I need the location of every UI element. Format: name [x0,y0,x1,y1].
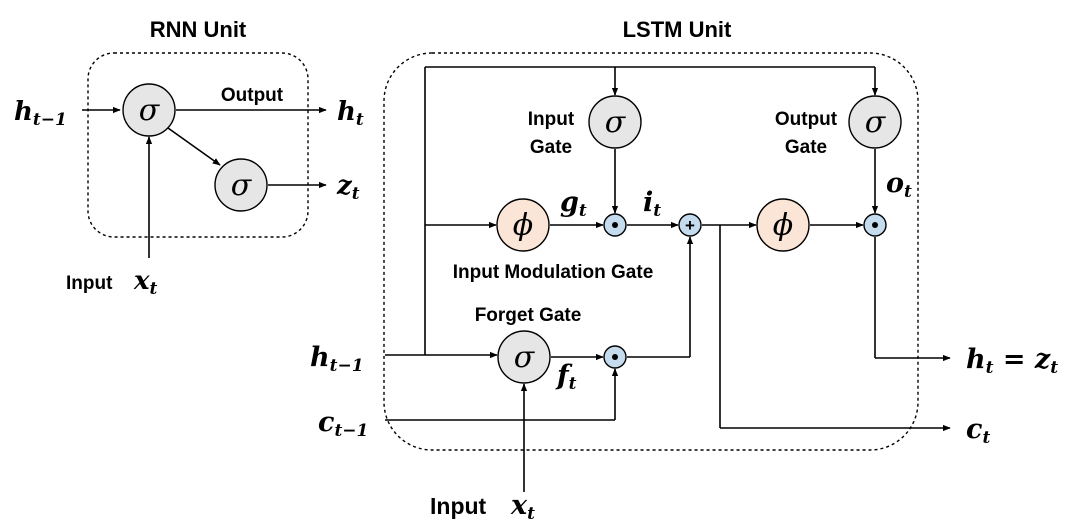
rnn-x-label: xt [133,266,158,299]
rnn-inner-arrow [167,127,221,166]
f-label: ft [555,360,577,394]
lstm-output-gate-symbol: σ [865,105,887,140]
rnn-unit: RNN Unit σ σ ht−1 Output ht zt Input xt [14,17,364,299]
rnn-box [87,52,309,238]
o-label: ot [886,168,912,202]
lstm-x-label: xt [510,490,535,524]
lstm-phi-2-symbol: ϕ [773,208,793,243]
input-modulation-gate-label: Input Modulation Gate [453,262,654,283]
rnn-sigma-2-symbol: σ [231,168,253,203]
lstm-phi-1-symbol: ϕ [513,208,533,243]
forget-gate-label: Forget Gate [475,305,582,326]
lstm-h-out-label: ht = zt [966,344,1058,378]
lstm-output-multiply-node [863,213,887,237]
lstm-box [383,52,919,451]
lstm-h-prev-label: ht−1 [310,342,364,376]
rnn-sigma-gate-1 [122,83,176,137]
lstm-add-node: + [678,213,702,237]
lstm-forget-gate-symbol: σ [514,340,536,375]
output-gate-label-line1: Output [775,109,838,130]
rnn-h-prev-label: ht−1 [14,97,67,130]
lstm-forget-gate [497,330,551,384]
lstm-phi-gate-2 [756,198,810,252]
lstm-add-symbol: + [685,216,695,235]
lstm-forget-multiply-node [603,345,627,369]
input-gate-label-line1: Input [528,109,575,130]
lstm-input-gate-symbol: σ [605,105,627,140]
lstm-c-out-label: ct [966,414,990,448]
lstm-phi-gate-1 [496,198,550,252]
g-label: gt [560,187,587,221]
lstm-input-multiply-node [603,213,627,237]
lstm-c-prev-label: ct−1 [318,407,368,441]
rnn-input-label: Input [66,273,113,294]
lstm-input-gate [588,95,642,149]
rnn-title: RNN Unit [150,17,247,42]
lstm-unit: LSTM Unit σ σ σ ϕ [310,17,1058,524]
lstm-title: LSTM Unit [623,17,732,42]
rnn-h-out-label: ht [337,97,364,130]
lstm-input-label: Input [430,493,487,519]
input-gate-label-line2: Gate [530,137,572,158]
i-label: it [643,187,661,221]
rnn-z-out-label: zt [336,171,360,204]
rnn-sigma-gate-2 [214,158,268,212]
rnn-output-label: Output [221,85,284,106]
rnn-sigma-1-symbol: σ [139,93,161,128]
lstm-output-gate [848,95,902,149]
output-gate-label-line2: Gate [785,137,827,158]
